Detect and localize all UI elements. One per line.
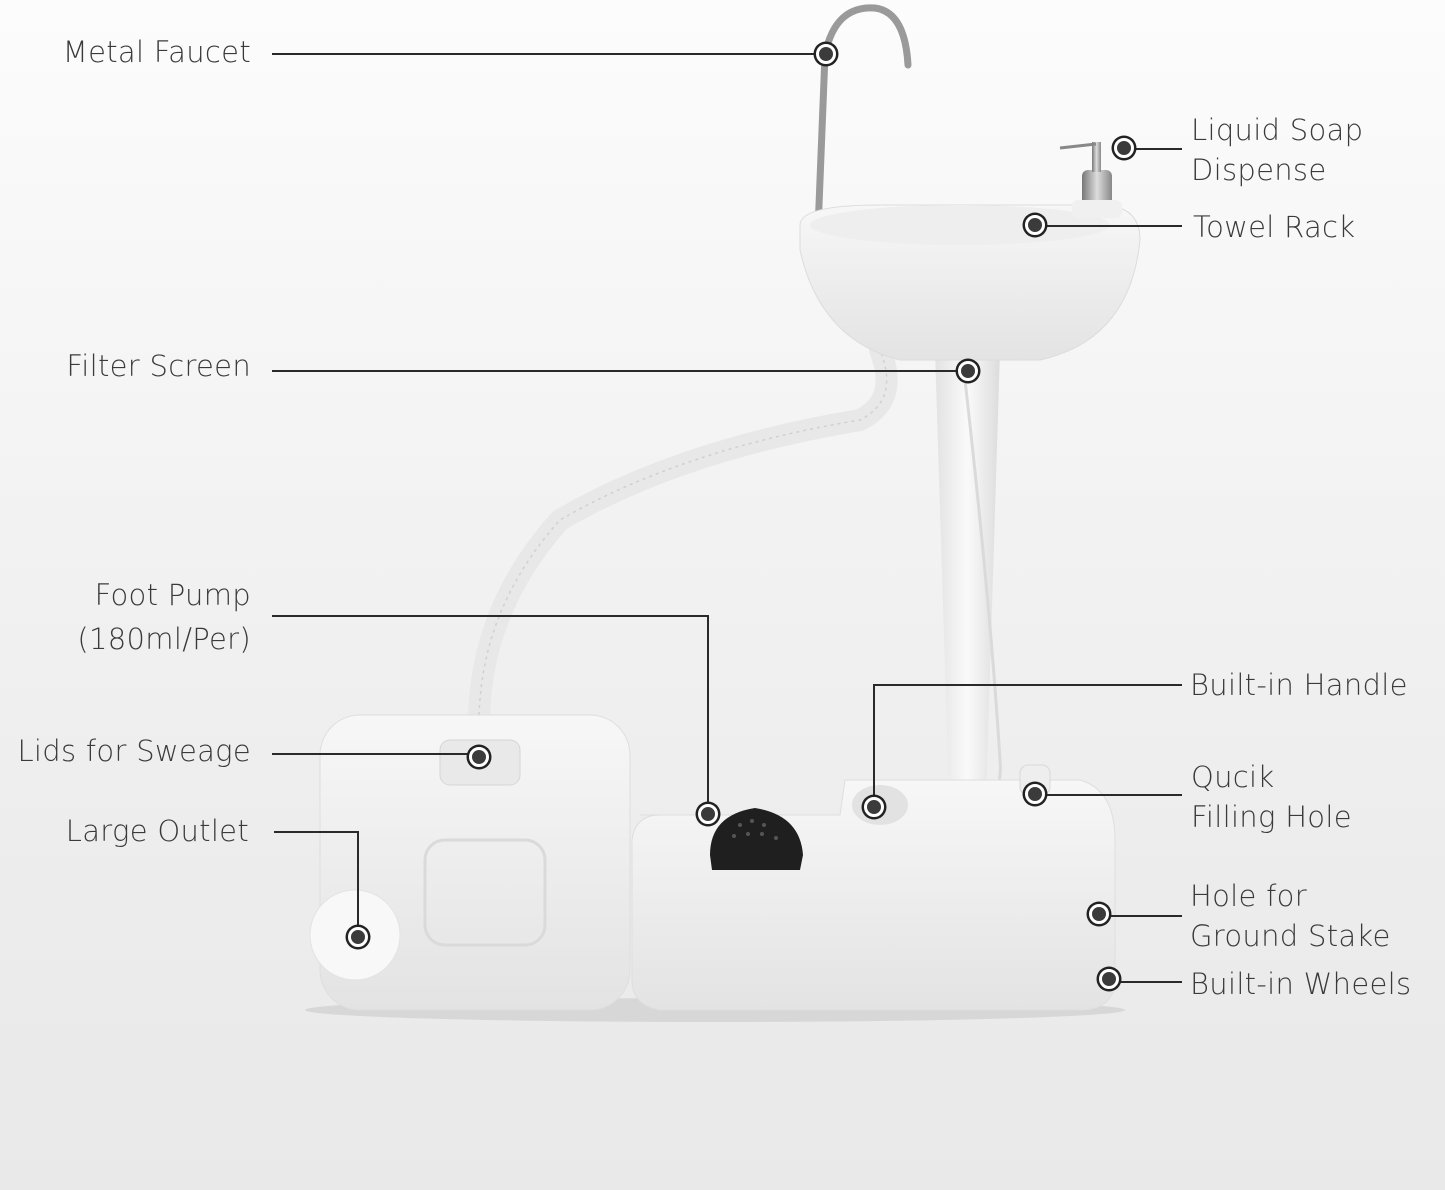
marker-metal-faucet	[816, 44, 836, 64]
label-metal-faucet: Metal Faucet	[63, 32, 251, 72]
leader-hole-for-ground-stake	[1099, 915, 1182, 917]
label-line: Filter Screen	[66, 349, 251, 383]
leader-metal-faucet	[272, 53, 825, 55]
label-towel-rack: Towel Rack	[1193, 207, 1355, 247]
label-line: Hole for	[1190, 879, 1307, 913]
label-line: Ground Stake	[1190, 919, 1391, 953]
label-line: Large Outlet	[65, 814, 249, 848]
label-line: (180ml/Per)	[77, 622, 251, 656]
leader-built-in-handle-v	[873, 684, 875, 806]
label-foot-pump: Foot Pump (180ml/Per)	[77, 573, 251, 661]
marker-lids-for-sweage	[469, 747, 489, 767]
label-large-outlet: Large Outlet	[66, 811, 249, 851]
leader-qucik-filling-hole	[1036, 794, 1182, 796]
marker-towel-rack	[1025, 215, 1045, 235]
marker-hole-for-ground-stake	[1089, 904, 1109, 924]
leader-built-in-handle-h	[874, 684, 1182, 686]
label-line: Built-in Wheels	[1190, 967, 1412, 1001]
label-hole-for-ground-stake: Hole for Ground Stake	[1190, 876, 1391, 956]
marker-built-in-handle	[864, 797, 884, 817]
leader-filter-screen	[272, 370, 968, 372]
label-line: Towel Rack	[1193, 210, 1356, 244]
leader-built-in-wheels	[1109, 981, 1182, 983]
marker-filter-screen	[958, 361, 978, 381]
label-line: Qucik	[1191, 760, 1275, 794]
marker-liquid-soap-dispense	[1114, 138, 1134, 158]
leader-large-outlet-h	[274, 831, 358, 833]
label-line: Built-in Handle	[1190, 668, 1408, 702]
leader-foot-pump-h	[272, 615, 709, 617]
leader-liquid-soap-dispense	[1124, 148, 1182, 150]
label-line: Liquid Soap	[1191, 113, 1364, 147]
marker-built-in-wheels	[1099, 969, 1119, 989]
label-liquid-soap-dispense: Liquid Soap Dispense	[1191, 110, 1363, 190]
label-filter-screen: Filter Screen	[66, 346, 251, 386]
leader-foot-pump-v	[707, 615, 709, 812]
label-line: Dispense	[1191, 153, 1327, 187]
label-built-in-wheels: Built-in Wheels	[1190, 964, 1411, 1004]
label-line: Foot Pump	[94, 578, 251, 612]
leader-lids-for-sweage	[272, 753, 479, 755]
label-lids-for-sweage: Lids for Sweage	[17, 731, 251, 771]
leader-large-outlet-v	[357, 831, 359, 936]
label-qucik-filling-hole: Qucik Filling Hole	[1191, 757, 1352, 837]
marker-qucik-filling-hole	[1025, 784, 1045, 804]
leader-towel-rack	[1035, 225, 1182, 227]
label-built-in-handle: Built-in Handle	[1190, 665, 1408, 705]
marker-large-outlet	[348, 927, 368, 947]
label-line: Metal Faucet	[62, 35, 251, 69]
label-line: Filling Hole	[1191, 800, 1352, 834]
label-line: Lids for Sweage	[17, 734, 251, 768]
marker-foot-pump	[698, 804, 718, 824]
